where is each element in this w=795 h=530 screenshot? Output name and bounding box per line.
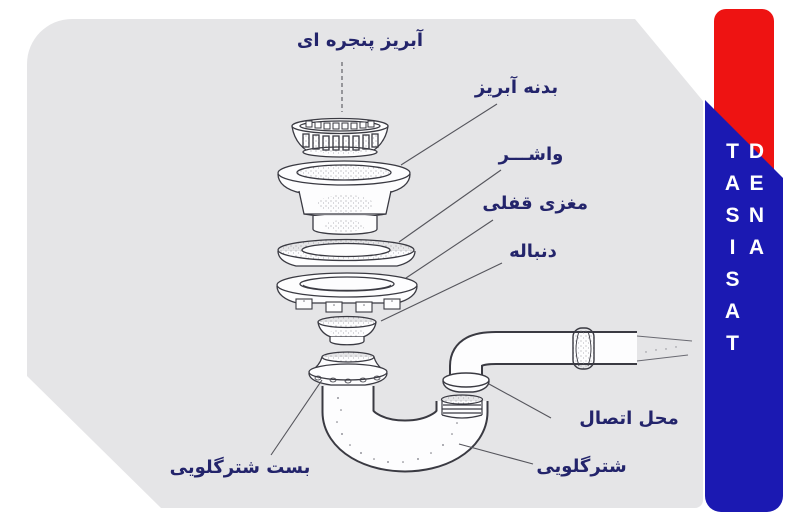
leader-washer (398, 169, 502, 243)
washer-drawing (277, 238, 416, 267)
tailpiece-drawing (317, 315, 377, 346)
lock-insert-drawing (276, 272, 418, 313)
leader-connection-point (488, 383, 552, 419)
leader-lock-insert (405, 219, 494, 279)
label-connection-point: محل اتصال (579, 408, 679, 429)
label-washer: واشـــر (498, 144, 564, 165)
trap-pipe-drawing (321, 351, 521, 473)
outlet-pipe-drawing (442, 327, 693, 393)
trap-clamp-drawing (308, 351, 388, 386)
brand-name-vertical: TASISAT DENA (721, 140, 768, 364)
label-trap-clamp: بست شترگلویی (169, 457, 311, 478)
banner-blue-shape (705, 100, 783, 512)
leader-tailpiece (380, 262, 503, 322)
leader-trap (458, 443, 534, 465)
brand-banner: TASISAT DENA (705, 140, 783, 512)
label-strainer-basket: آبریز پنجره ای (296, 30, 424, 51)
leader-drain-body (400, 103, 498, 166)
label-lock-insert: مغزی قفلی (482, 193, 588, 214)
label-drain-body: بدنه آبریز (474, 77, 559, 98)
label-tailpiece: دنباله (509, 241, 557, 262)
leader-trap-clamp (270, 379, 323, 456)
strainer-basket-drawing (291, 117, 389, 158)
leader-lines (270, 62, 552, 465)
label-trap: شترگلویی (536, 456, 627, 477)
drain-body-drawing (277, 160, 411, 235)
